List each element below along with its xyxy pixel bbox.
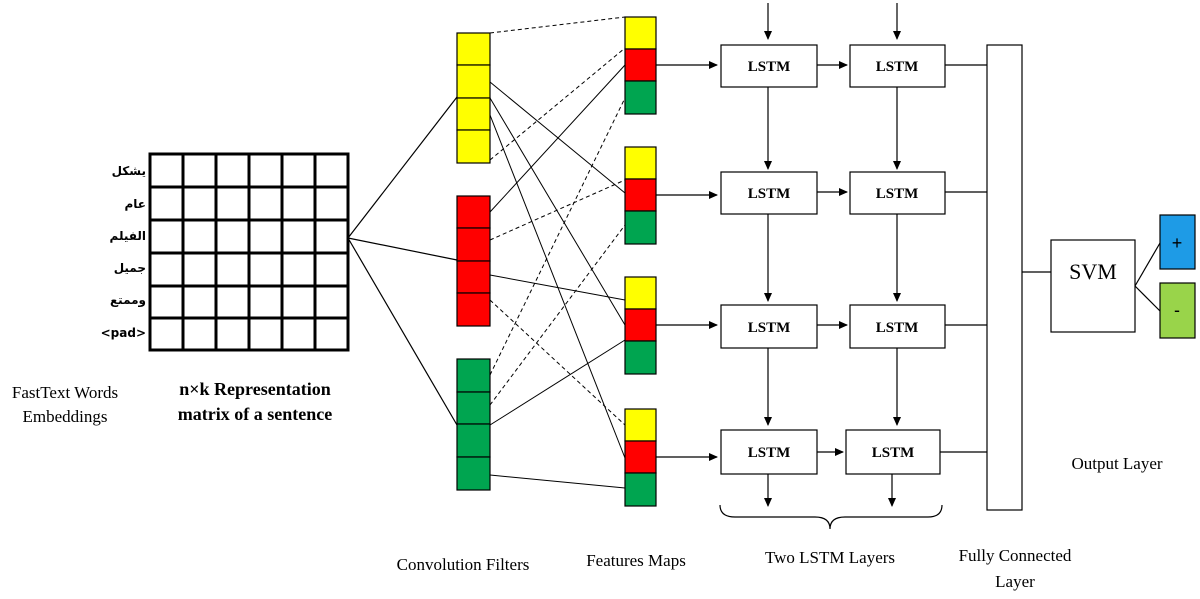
svm-box [1050, 239, 1136, 333]
fully-connected-label-line2: Layer [995, 572, 1035, 591]
lstm-2-1-label: LSTM [876, 59, 919, 75]
feature-to-lstm-arrows [656, 61, 718, 461]
filter-green [456, 358, 491, 491]
lstm-layer-2 [845, 44, 946, 475]
matrix-caption-line2: matrix of a sentence [178, 404, 332, 424]
output-layer-label: Output Layer [1071, 454, 1162, 473]
filter-feature-connections [489, 16, 626, 489]
matrix-caption-line1: n×k Representation [179, 379, 330, 399]
word-2: عام [125, 197, 147, 212]
lstm-vertical-arrows [764, 87, 901, 507]
lstm-layers-label: Two LSTM Layers [765, 548, 895, 567]
output-positive-label: + [1172, 233, 1183, 253]
output-negative-label: - [1174, 300, 1180, 320]
filter-red [456, 195, 491, 327]
output-negative-box [1159, 282, 1196, 339]
lstm-labels: LSTM LSTM LSTM LSTM LSTM LSTM LSTM LSTM [748, 59, 919, 461]
svm-label: SVM [1069, 259, 1117, 284]
lstm-2-4-label: LSTM [872, 445, 915, 461]
word-3: الفيلم [110, 229, 146, 243]
convolution-filters [456, 32, 491, 491]
feature-map-1 [624, 16, 657, 115]
feature-map-2 [624, 146, 657, 245]
fully-connected-label-line1: Fully Connected [959, 546, 1072, 565]
embedding-caption-line2: Embeddings [23, 407, 108, 426]
filter-yellow [456, 32, 491, 164]
fully-connected-layer [986, 44, 1023, 511]
representation-matrix [148, 152, 350, 352]
feature-map-3 [624, 276, 657, 375]
word-4: جميل [114, 261, 146, 275]
matrix-to-filter-lines [347, 96, 458, 426]
lstm-1-1-label: LSTM [748, 59, 791, 75]
lstm-1-2-label: LSTM [748, 186, 791, 202]
lstm-layer-1 [720, 44, 818, 475]
svm-to-output-lines [1134, 242, 1161, 312]
convolution-filters-label: Convolution Filters [397, 555, 530, 574]
lstm-layers-brace [719, 504, 943, 530]
output-positive-box [1159, 214, 1196, 270]
features-maps-label: Features Maps [586, 551, 686, 570]
word-5: وممتع [110, 293, 146, 308]
embedding-words: يشكل عام الفيلم جميل وممتع <pad> [101, 164, 146, 340]
lstm-to-fc-lines [940, 64, 987, 453]
embedding-caption-line1: FastText Words [12, 383, 118, 402]
lstm-1-4-label: LSTM [748, 445, 791, 461]
lstm-1-3-label: LSTM [748, 320, 791, 336]
lstm-2-2-label: LSTM [876, 186, 919, 202]
feature-maps [624, 16, 657, 507]
lstm-2-3-label: LSTM [876, 320, 919, 336]
word-pad: <pad> [101, 326, 146, 340]
top-input-arrows [764, 3, 901, 40]
word-1: يشكل [112, 164, 146, 178]
lstm-horizontal-arrows [817, 61, 848, 456]
feature-map-4 [624, 408, 657, 507]
